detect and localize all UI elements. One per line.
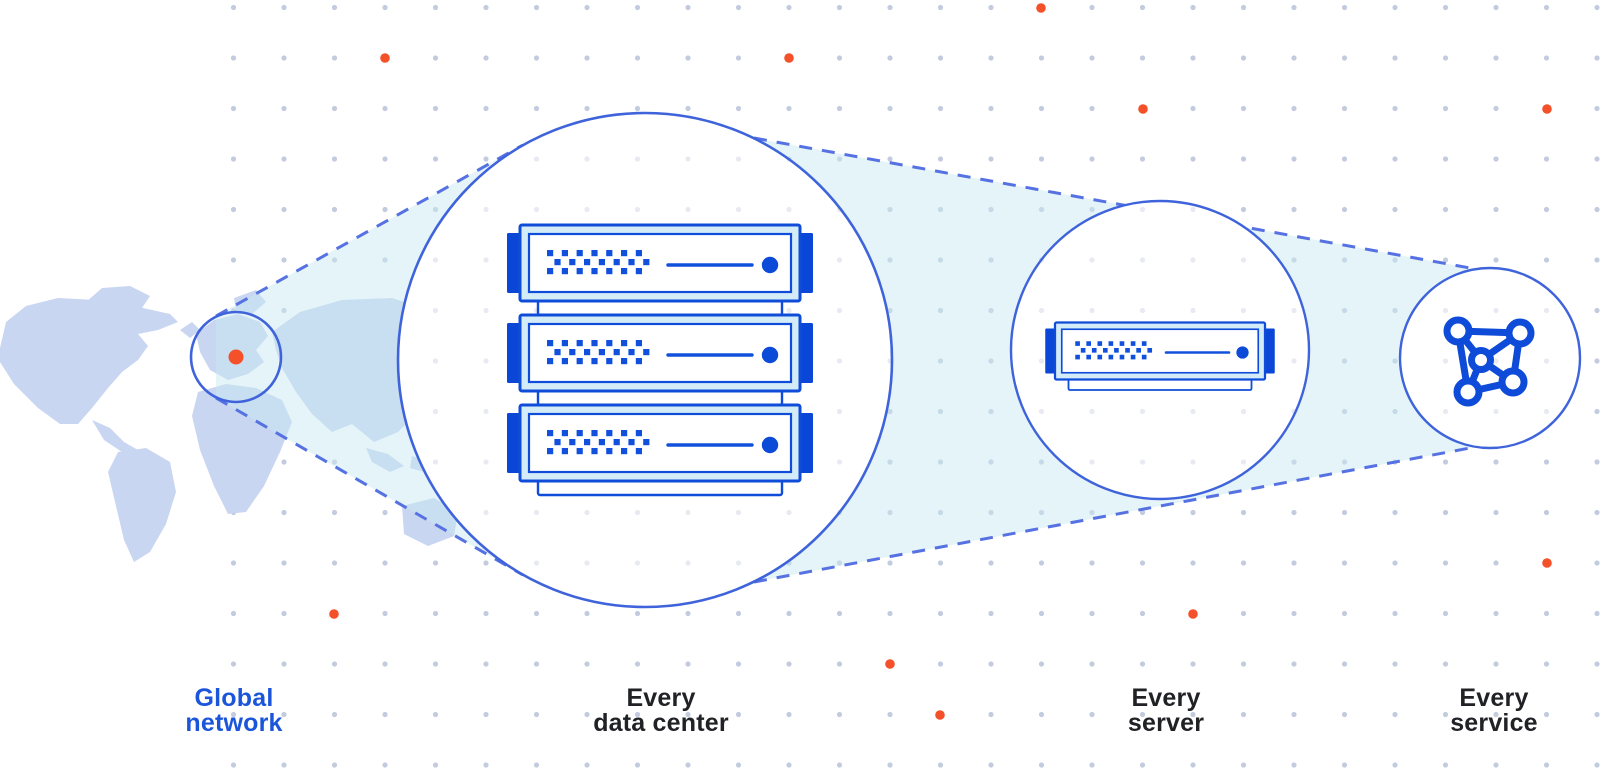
- label-line: service: [1450, 709, 1538, 737]
- label-line: Every: [1459, 684, 1529, 712]
- map-southeast-asia: [366, 448, 404, 472]
- dashed-line-lower-right: [753, 446, 1471, 584]
- orange-accent-dot: [1036, 3, 1046, 13]
- server-icon: [1043, 321, 1277, 392]
- orange-accent-dot: [784, 53, 794, 63]
- dashed-line-upper-right: [753, 136, 1471, 270]
- orange-accent-dot: [885, 659, 895, 669]
- orange-accent-dot: [1542, 558, 1552, 568]
- service-circle: [1398, 266, 1582, 450]
- map-south-america: [108, 448, 176, 562]
- orange-accent-dot: [1138, 104, 1148, 114]
- label-line: network: [185, 709, 283, 737]
- server-rack-icon: [505, 223, 815, 317]
- location-dot-icon: [228, 349, 244, 365]
- label-line: Global: [194, 684, 274, 712]
- map-scandinavia: [234, 290, 266, 314]
- label-every-data-center: Every data center: [593, 686, 729, 736]
- data-center-circle: [396, 111, 894, 609]
- label-line: Every: [1131, 684, 1201, 712]
- server-rack-icon: [505, 313, 815, 407]
- map-highlight-circle: [189, 310, 283, 404]
- server-circle: [1009, 199, 1311, 501]
- map-africa: [192, 384, 292, 514]
- map-australia: [402, 498, 458, 546]
- label-line: server: [1127, 709, 1205, 737]
- network-mesh-icon: [1443, 316, 1535, 407]
- orange-accent-dot: [935, 710, 945, 720]
- server-rack-icon: [505, 403, 815, 497]
- label-every-service: Every service: [1450, 686, 1538, 736]
- orange-accent-dot: [1542, 104, 1552, 114]
- zoom-dashed-lines: [215, 136, 1471, 584]
- orange-accent-dot: [1188, 609, 1198, 619]
- map-north-america: [0, 298, 178, 424]
- label-global-network: Global network: [185, 686, 282, 736]
- dashed-line-upper-left: [215, 143, 524, 318]
- label-line: data center: [593, 709, 729, 737]
- label-line: Every: [626, 684, 696, 712]
- label-every-server: Every server: [1128, 686, 1204, 736]
- orange-accent-dots: [329, 3, 1552, 720]
- orange-accent-dot: [329, 609, 339, 619]
- map-british-isles: [180, 322, 200, 338]
- map-europe: [196, 314, 268, 380]
- map-central-america: [92, 420, 138, 452]
- orange-accent-dot: [380, 53, 390, 63]
